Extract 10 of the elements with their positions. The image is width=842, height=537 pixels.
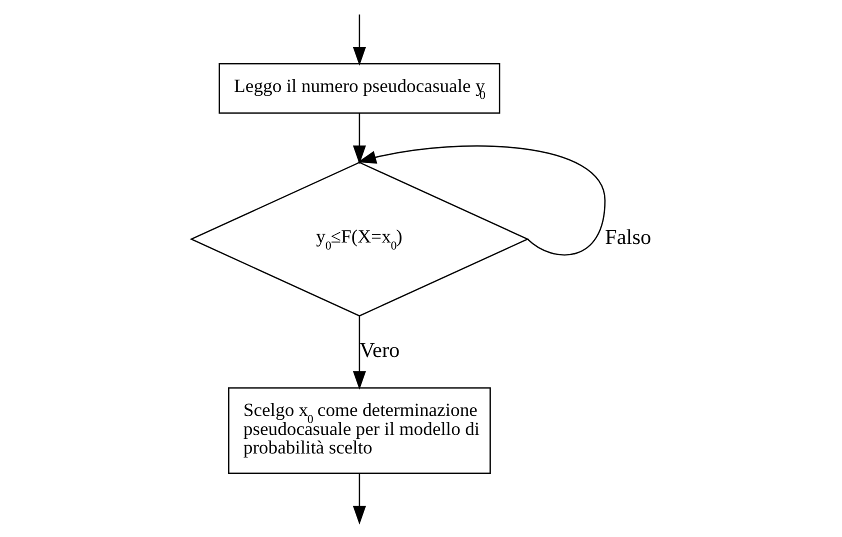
edge-label: Vero [358, 338, 400, 362]
node-box: Scelgo x$_{0}$ come determinazione pseudocasuale per il modello di probabilità scelto [228, 387, 490, 474]
arrow [352, 316, 366, 390]
arrow [352, 474, 366, 525]
arrow [352, 114, 366, 164]
edge-label: Falso [604, 225, 651, 250]
arrow [357, 145, 606, 256]
node-diamond: y$_{0}$≤F(X=x$_{0}$) [189, 162, 529, 317]
node-box: Leggo il numero pseudocasuale y$_{0}$ [218, 63, 500, 114]
arrow [352, 14, 366, 66]
